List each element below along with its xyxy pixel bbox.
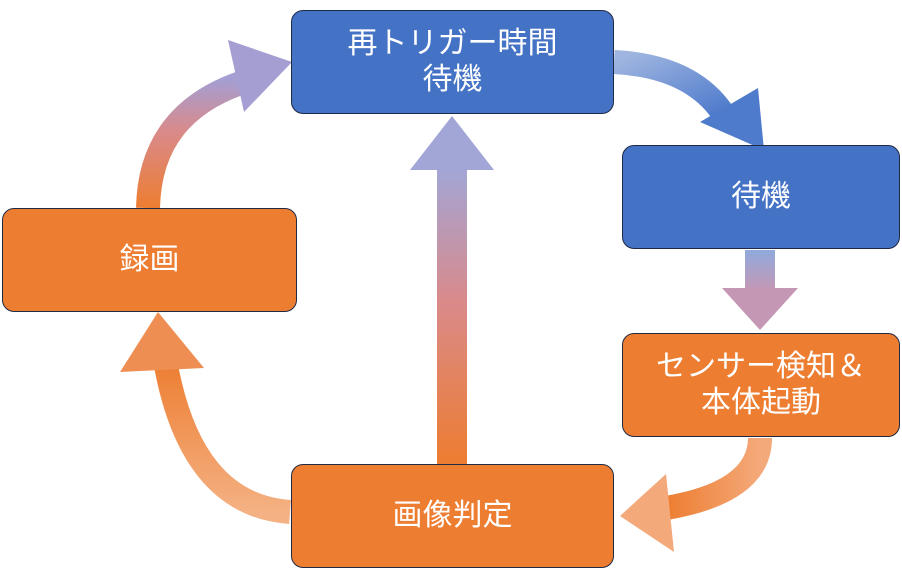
arrow-judge-to-recording [120, 312, 292, 524]
node-retrigger-wait-line1: 再トリガー時間 [347, 26, 558, 61]
node-sensor-start-line1: センサー検知＆ [656, 349, 866, 384]
arrow-recording-to-retrigger [136, 40, 292, 209]
arrow-retrigger-to-standby [613, 50, 764, 150]
node-image-judge: 画像判定 [291, 464, 614, 568]
node-sensor-start: センサー検知＆ 本体起動 [622, 333, 900, 437]
node-standby-label: 待機 [731, 179, 791, 214]
arrow-sensor-to-judge [620, 437, 772, 552]
node-standby: 待機 [622, 145, 900, 249]
node-retrigger-wait: 再トリガー時間 待機 [291, 10, 614, 114]
node-sensor-start-line2: 本体起動 [701, 385, 821, 420]
node-recording: 録画 [2, 208, 297, 312]
node-image-judge-label: 画像判定 [392, 498, 513, 533]
node-recording-label: 録画 [119, 242, 180, 277]
arrow-judge-to-retrigger [410, 116, 494, 464]
node-retrigger-wait-line2: 待機 [422, 62, 483, 97]
arrow-standby-to-sensor [722, 250, 798, 330]
